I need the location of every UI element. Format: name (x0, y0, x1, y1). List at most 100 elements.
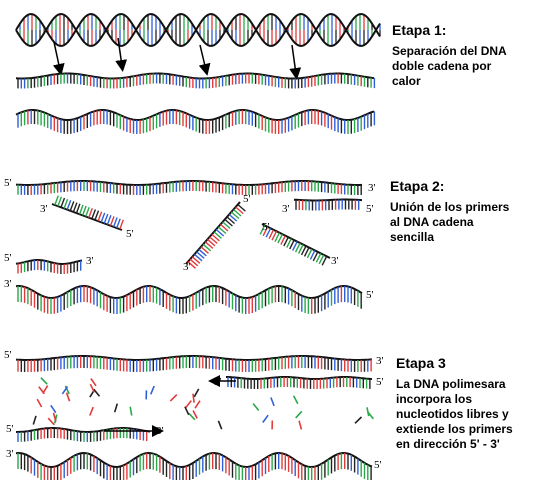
nucleotide-base (226, 216, 235, 225)
direction-arrow (115, 37, 128, 72)
free-nucleotide (50, 404, 57, 414)
free-nucleotide (40, 377, 48, 385)
nucleotide-base (215, 228, 225, 237)
nucleotide-base (189, 258, 199, 267)
stage-2-line: Unión de los primers (390, 200, 510, 214)
free-nucleotide (367, 411, 374, 420)
free-nucleotide (32, 415, 37, 425)
nucleotide-base (259, 224, 266, 235)
free-nucleotide (192, 393, 195, 403)
nucleotide-base (233, 208, 242, 217)
free-nucleotide (38, 386, 45, 395)
stage-3-line: incorpora los (396, 392, 473, 406)
stage-1-line: calor (392, 74, 421, 88)
nucleotide-base (277, 233, 284, 244)
stage-3-description: La DNA polimesara incorpora los nucleoti… (396, 377, 513, 452)
nucleotide-base (82, 205, 87, 216)
free-nucleotide (90, 378, 97, 387)
free-nucleotide (89, 406, 94, 416)
nucleotide-base (78, 204, 84, 215)
stage-2-title: Etapa 2: (390, 178, 445, 194)
dna-backbone (293, 198, 363, 202)
stage-2-line: sencilla (390, 230, 435, 244)
stage-3-title: Etapa 3 (396, 355, 446, 371)
free-nucleotide (188, 412, 196, 421)
nucleotide-base (224, 218, 233, 227)
nucleotide-base (63, 198, 69, 209)
free-nucleotide (217, 420, 223, 430)
free-nucleotide (169, 394, 178, 402)
nucleotide-base (318, 254, 325, 265)
direction-arrow (52, 41, 65, 76)
nucleotide-base (196, 251, 205, 259)
nucleotide-base (202, 243, 212, 252)
nucleotide-base (198, 248, 207, 257)
stage-3-line: en dirección 5' - 3' (396, 437, 500, 451)
stage-1-description: Separación del DNA doble cadena por calo… (392, 44, 507, 89)
nucleotide-base (94, 210, 100, 221)
stage-3-line: La DNA polimesara (396, 377, 506, 391)
label-5prime: 5' (4, 252, 12, 264)
nucleotide-base (85, 206, 90, 217)
stage-1-caption: Etapa 1: Separación del DNA doble cadena… (392, 22, 507, 89)
dna-backbone (15, 355, 373, 361)
label-5prime: 5' (366, 289, 374, 301)
nucleotide-base (228, 213, 238, 222)
free-nucleotide (354, 416, 363, 424)
nucleotide-base (309, 250, 316, 260)
nucleotide-base (97, 211, 103, 222)
direction-arrow (289, 44, 302, 80)
nucleotide-base (69, 201, 75, 212)
nucleotide-base (265, 227, 272, 238)
free-nucleotide (129, 406, 133, 416)
nucleotide-base (100, 212, 106, 223)
stage-3-caption: Etapa 3 La DNA polimesara incorpora los … (396, 355, 513, 452)
nucleotide-base (235, 206, 244, 215)
free-nucleotide (93, 388, 101, 397)
nucleotide-base (289, 239, 295, 250)
strand-end-labels: 5' 3' 3' 5' 3' 5' 5' 3' 5' 3' 5' 3' 3' 5… (4, 177, 384, 471)
nucleotide-base (303, 247, 310, 257)
free-nucleotide (149, 385, 155, 395)
stage-1-title: Etapa 1: (392, 22, 447, 38)
nucleotide-base (230, 211, 240, 220)
nucleotide-base (286, 238, 292, 248)
free-nucleotide (192, 410, 198, 419)
stage-2-description: Unión de los primers al DNA cadena senci… (390, 200, 509, 245)
label-5prime: 5' (4, 349, 12, 361)
free-nucleotide (185, 400, 192, 409)
nucleotide-base (274, 232, 281, 243)
nucleotide-base (268, 229, 275, 240)
nucleotide-base (119, 219, 124, 230)
nucleotide-base (191, 256, 201, 264)
dna-backbone (15, 451, 373, 469)
nucleotide-base (103, 213, 109, 224)
helix-strand (15, 13, 381, 47)
stage-3-line: nucleotidos libres y (396, 407, 509, 421)
nucleotide-base (60, 197, 66, 208)
nucleotide-base (209, 236, 218, 244)
primer-backbone (261, 223, 331, 259)
label-5prime: 5' (4, 177, 12, 189)
stage-2-caption: Etapa 2: Unión de los primers al DNA cad… (390, 178, 509, 245)
free-nucleotide (65, 392, 71, 402)
dna-backbone (15, 109, 375, 121)
free-nucleotide (89, 383, 96, 393)
nucleotide-base (315, 253, 322, 263)
direction-arrow (198, 44, 211, 76)
nucleotide-base (75, 203, 81, 214)
nucleotide-base (222, 221, 231, 230)
nucleotide-base (109, 216, 115, 226)
stage-1-illustration (15, 13, 381, 134)
nucleotide-base (297, 244, 304, 254)
nucleotide-base (66, 200, 72, 210)
label-3prime: 3' (214, 376, 222, 388)
label-3prime: 3' (156, 425, 164, 437)
nucleotide-base (220, 223, 229, 232)
nucleotide-base (294, 242, 301, 253)
free-nucleotide (194, 400, 201, 409)
nucleotide-base (217, 226, 227, 235)
nucleotide-base (72, 202, 78, 213)
label-3prime: 3' (376, 355, 384, 367)
